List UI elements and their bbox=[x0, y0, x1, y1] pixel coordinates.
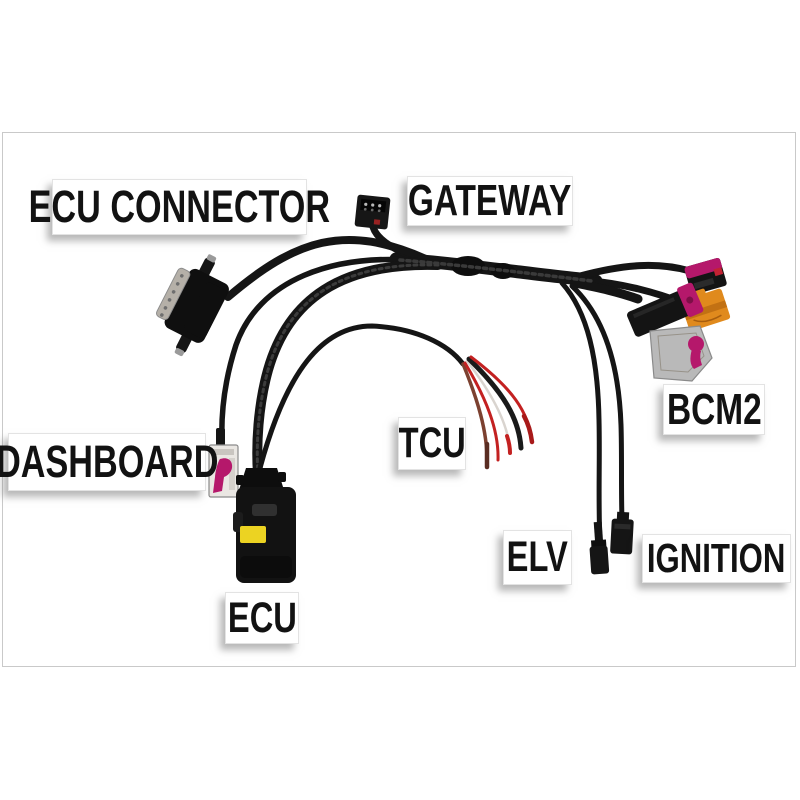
gateway-connector bbox=[354, 194, 391, 230]
knot-braid-texture bbox=[398, 258, 594, 283]
elv-connector bbox=[589, 521, 610, 575]
ignition-label-text: IGNITION bbox=[647, 535, 786, 581]
ignition-connector bbox=[610, 511, 634, 555]
bcm2-main-cable bbox=[570, 278, 643, 304]
gateway-label: GATEWAY bbox=[407, 176, 573, 226]
elv-cable bbox=[559, 280, 603, 546]
ignition-cable bbox=[569, 283, 625, 523]
ecu-label: ECU bbox=[225, 592, 299, 644]
tcu-label-text: TCU bbox=[398, 419, 466, 467]
tcu-cable-arch bbox=[257, 323, 466, 471]
ecu-yellow-sticker bbox=[240, 526, 266, 543]
tcu-wire-black bbox=[466, 356, 524, 451]
dashboard-cable bbox=[219, 256, 435, 445]
dsub-connector bbox=[156, 254, 229, 357]
bcm2-bracket bbox=[649, 325, 713, 382]
tcu-wires bbox=[461, 355, 535, 470]
bcm2-top-cable bbox=[576, 261, 694, 280]
bcm2-main-connector bbox=[627, 282, 704, 337]
dsub-pins bbox=[160, 274, 184, 317]
cable-bundle bbox=[219, 223, 694, 546]
bcm2-top-connector bbox=[684, 258, 727, 295]
dashboard-connector bbox=[208, 428, 239, 498]
bcm2-bracket-clip bbox=[688, 336, 704, 352]
ecu-collar bbox=[239, 468, 284, 490]
ecu-connector-label-text: ECU CONNECTOR bbox=[28, 181, 331, 232]
dashboard-label-text: DASHBOARD bbox=[0, 436, 219, 487]
tcu-wire-white-red-tip bbox=[505, 434, 512, 455]
ecu-connector-label: ECU CONNECTOR bbox=[29, 179, 330, 235]
tcu-wire-red-1 bbox=[463, 361, 500, 462]
elv-label-text: ELV bbox=[506, 533, 569, 581]
dashboard-label: DASHBOARD bbox=[0, 433, 218, 491]
ecu-label-text: ECU bbox=[227, 593, 297, 642]
tcu-label: TCU bbox=[398, 417, 466, 470]
tcu-wire-red-2-tip bbox=[521, 413, 535, 445]
bcm2-label: BCM2 bbox=[663, 384, 765, 435]
gateway-label-text: GATEWAY bbox=[408, 176, 572, 225]
elv-label: ELV bbox=[503, 530, 572, 585]
ignition-label: IGNITION bbox=[642, 534, 791, 583]
ecu-connector bbox=[233, 468, 296, 583]
bcm2-label-text: BCM2 bbox=[666, 384, 762, 434]
dsub-cable bbox=[224, 235, 432, 301]
ecu-cable-braid bbox=[255, 263, 440, 476]
dashboard-lever bbox=[213, 458, 233, 493]
